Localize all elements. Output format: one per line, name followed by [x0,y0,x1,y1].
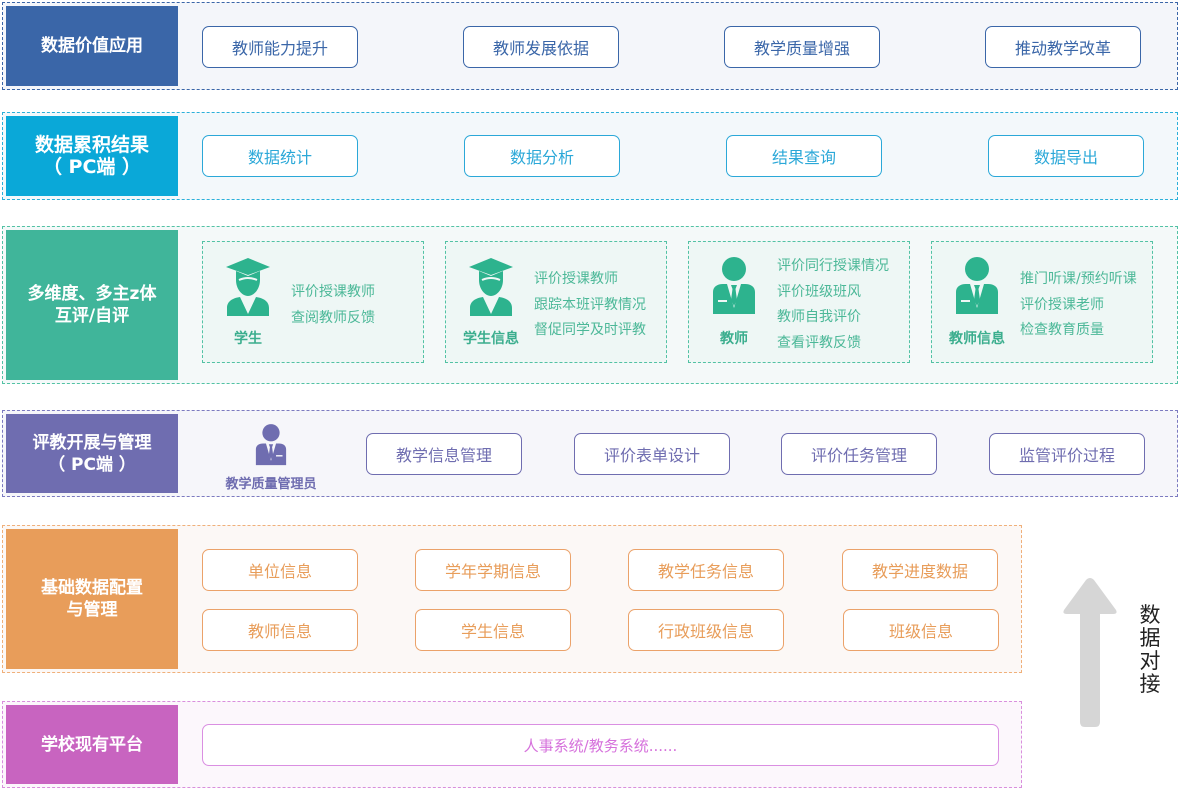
role-name: 教师信息 [949,331,1005,347]
item-teaching-reform[interactable]: 推动教学改革 [985,26,1141,68]
layer-accumulated-results: 数据累积结果 （ PC端 ） 数据统计 数据分析 结果查询 数据导出 [2,112,1178,200]
item-form-design[interactable]: 评价表单设计 [574,433,730,475]
role-card-teacher[interactable]: 教师 评价同行授课情况 评价班级班风 教师自我评价 查看评教反馈 [688,241,910,363]
duty-line: 评价授课教师 [291,284,375,300]
item-process-supervision[interactable]: 监管评价过程 [989,433,1145,475]
item-data-analysis[interactable]: 数据分析 [464,135,620,177]
graduate-icon [226,258,270,316]
layer-title: 评教开展与管理 （ PC端 ） [6,414,178,493]
layer-evaluation-management: 评教开展与管理 （ PC端 ） 教学质量管理员 教学信息管理 评价表单设计 评价… [2,410,1178,497]
duty-line: 评价班级班风 [777,283,861,300]
layer-title-line1: 多维度、多主z体 [27,284,157,304]
layer-multi-evaluation: 多维度、多主z体 互评/自评 学生 评价授课教师 查阅教师反馈 学生信息 评价授… [2,226,1178,384]
item-teaching-task-info[interactable]: 教学任务信息 [628,549,784,591]
duty-line: 推门听课/预约听课 [1020,271,1137,287]
item-teacher-info[interactable]: 教师信息 [202,609,358,651]
role-duties: 评价授课教师 查阅教师反馈 [291,280,375,331]
admin-icon [255,424,287,466]
item-teaching-info-management[interactable]: 教学信息管理 [366,433,522,475]
role-card-student-info[interactable]: 学生信息 评价授课教师 跟踪本班评教情况 督促同学及时评教 [445,241,667,363]
layer-title: 数据价值应用 [6,6,178,86]
item-teaching-quality[interactable]: 教学质量增强 [724,26,880,68]
layer-title: 学校现有平台 [6,705,178,784]
duty-line: 检查教育质量 [1020,322,1104,338]
layer-value-application: 数据价值应用 教师能力提升 教师发展依据 教学质量增强 推动教学改革 [2,2,1178,90]
item-unit-info[interactable]: 单位信息 [202,549,358,591]
up-arrow-icon [1063,578,1117,727]
teacher-icon [713,257,755,314]
layer-title: 基础数据配置 与管理 [6,529,178,669]
duty-line: 评价同行授课情况 [777,258,889,274]
layer-title-text: 数据价值应用 [41,36,143,56]
layer-title-line1: 基础数据配置 [41,578,143,598]
layer-base-data: 基础数据配置 与管理 单位信息 学年学期信息 教学任务信息 教学进度数据 教师信… [2,525,1022,673]
item-admin-class-info[interactable]: 行政班级信息 [628,609,784,651]
item-task-management[interactable]: 评价任务管理 [781,433,937,475]
layer-title-line2: 与管理 [66,600,118,620]
role-duties: 评价授课教师 跟踪本班评教情况 督促同学及时评教 [534,267,646,344]
item-existing-systems[interactable]: 人事系统/教务系统...... [202,724,999,766]
duty-line: 查阅教师反馈 [291,309,375,326]
layer-title-text: 学校现有平台 [41,734,143,755]
role-name: 学生信息 [463,331,519,347]
layer-title-line1: 数据累积结果 [34,134,149,156]
role-name: 学生 [234,331,262,347]
data-flow-label: 数据对接 [1139,603,1161,696]
duty-line: 评价授课教师 [534,271,618,287]
role-duties: 推门听课/预约听课 评价授课老师 检查教育质量 [1020,267,1137,344]
role-card-student[interactable]: 学生 评价授课教师 查阅教师反馈 [202,241,424,363]
duty-line: 督促同学及时评教 [534,322,646,338]
item-data-statistics[interactable]: 数据统计 [202,135,358,177]
item-teacher-ability[interactable]: 教师能力提升 [202,26,358,68]
item-teaching-progress[interactable]: 教学进度数据 [842,549,998,591]
item-data-export[interactable]: 数据导出 [988,135,1144,177]
layer-existing-platform: 学校现有平台 人事系统/教务系统...... [2,701,1022,788]
layer-title-line2: （ PC端 ） [48,454,136,475]
role-name: 教师 [720,331,748,347]
duty-line: 跟踪本班评教情况 [534,296,646,313]
item-student-info[interactable]: 学生信息 [415,609,571,651]
teacher-icon [956,257,998,314]
admin-role-name: 教学质量管理员 [225,477,317,492]
role-card-teacher-info[interactable]: 教师信息 推门听课/预约听课 评价授课老师 检查教育质量 [931,241,1153,363]
item-teacher-development[interactable]: 教师发展依据 [463,26,619,68]
role-duties: 评价同行授课情况 评价班级班风 教师自我评价 查看评教反馈 [777,254,889,356]
layer-title-line2: 互评/自评 [54,306,130,326]
duty-line: 评价授课老师 [1020,296,1104,313]
duty-line: 查看评教反馈 [777,334,861,351]
layer-title: 多维度、多主z体 互评/自评 [6,230,178,380]
item-semester-info[interactable]: 学年学期信息 [415,549,571,591]
duty-line: 教师自我评价 [777,309,861,325]
layer-title-line1: 评教开展与管理 [32,432,152,453]
layer-title-line2: （ PC端 ） [42,156,142,178]
graduate-icon [469,258,513,316]
item-class-info[interactable]: 班级信息 [843,609,999,651]
item-result-query[interactable]: 结果查询 [726,135,882,177]
admin-role: 教学质量管理员 [211,423,331,492]
layer-title: 数据累积结果 （ PC端 ） [6,116,178,196]
